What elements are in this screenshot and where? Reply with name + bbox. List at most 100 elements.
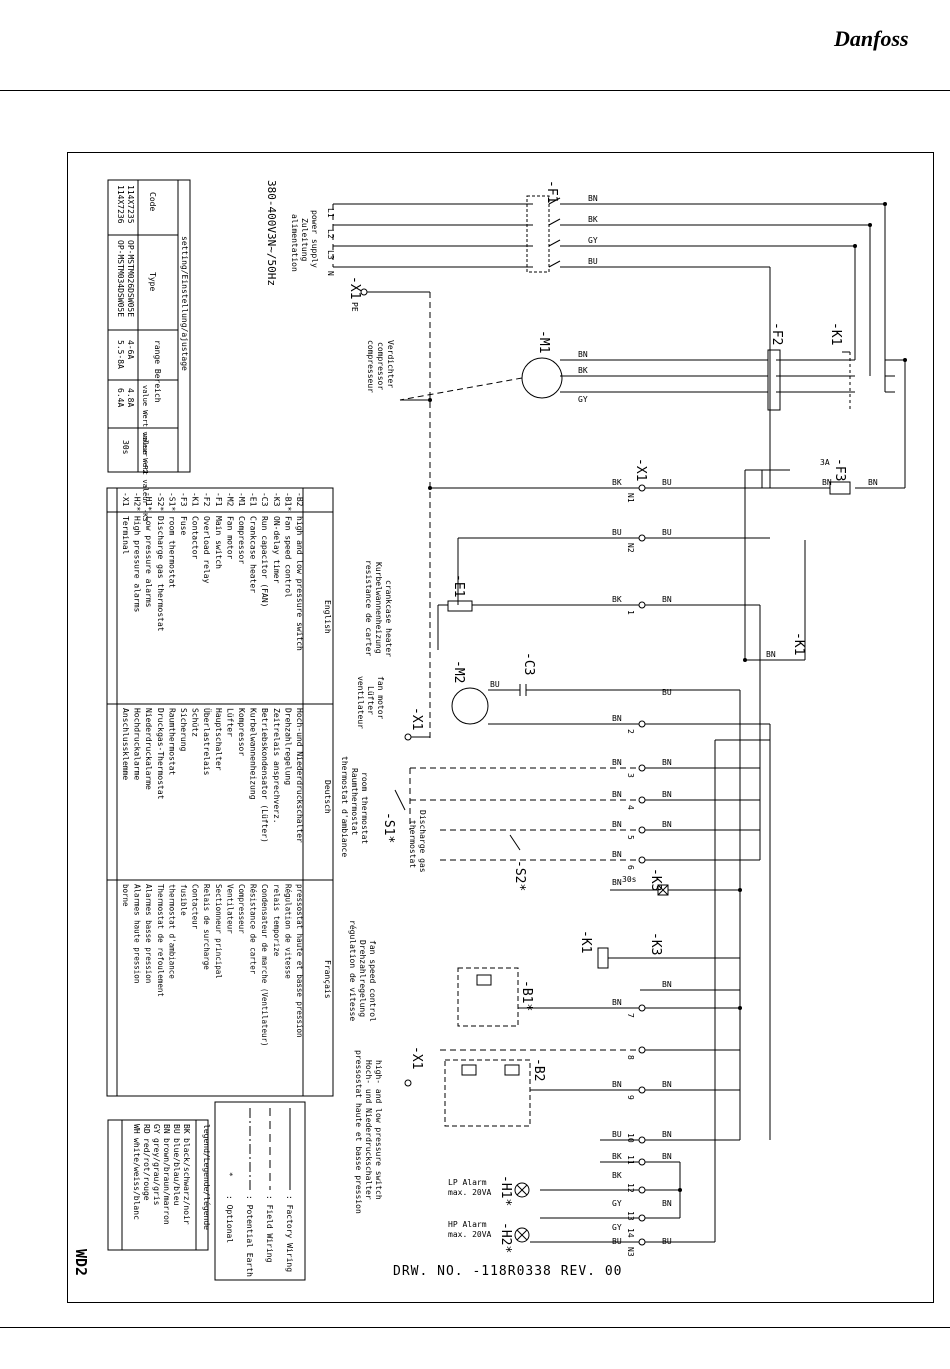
label-m2: -M2 bbox=[451, 660, 466, 683]
danfoss-logo: Danfoss bbox=[833, 26, 909, 51]
legend-cell: Fan motor bbox=[225, 516, 234, 560]
legend-cell: Anschlussklemme bbox=[121, 708, 130, 780]
settings-header: value Wert valeur -K3 bbox=[141, 433, 149, 522]
wire-label: BN bbox=[822, 478, 832, 487]
label-f1: -F1 bbox=[544, 180, 559, 203]
wire-label: BN bbox=[612, 820, 622, 829]
wire-label: BN bbox=[612, 790, 622, 799]
color-legend-title: legend/Legende/légende bbox=[202, 1124, 212, 1230]
k3-timer: 30s bbox=[622, 875, 637, 884]
legend-optional: : Optional bbox=[225, 1195, 234, 1243]
wire-label: BN bbox=[588, 194, 598, 203]
legend-cell: Kompressor bbox=[237, 708, 246, 756]
legend-cell: high and low pressure switch bbox=[295, 516, 304, 651]
legend-cell: room thermostat bbox=[167, 516, 176, 588]
terminal-label: 5 bbox=[626, 835, 635, 840]
settings-header: Type bbox=[148, 272, 157, 291]
supply-phase: L2 bbox=[326, 229, 335, 239]
b1-desc: Drehzahlregelung bbox=[358, 940, 367, 1017]
settings-cell: 6.4A bbox=[116, 388, 125, 407]
b2-desc: high- and low pressure switch bbox=[374, 1060, 383, 1200]
terminal-label: N2 bbox=[626, 543, 635, 553]
settings-cell: 5.5-8A bbox=[116, 340, 125, 369]
legend-cell: Druckgas-Thermostat bbox=[156, 708, 165, 800]
legend-cell: Contacteur bbox=[191, 884, 200, 930]
header-rule bbox=[0, 90, 950, 91]
wire-label: BN bbox=[868, 478, 878, 487]
wire-label: BN bbox=[662, 820, 672, 829]
legend-cell: Ventilateur bbox=[225, 884, 234, 934]
settings-cell: 4-6A bbox=[126, 340, 135, 359]
label-c3: -C3 bbox=[521, 652, 536, 675]
legend-factory-wiring: : Factory Wiring bbox=[285, 1195, 294, 1272]
legend-cell: Terminal bbox=[121, 516, 130, 555]
wire-label: GY bbox=[612, 1223, 622, 1232]
terminal-label: 13 bbox=[626, 1211, 635, 1221]
m2-desc: fan motor bbox=[376, 676, 385, 720]
legend-cell: Main switch bbox=[214, 516, 223, 569]
legend-code: -E1 bbox=[249, 492, 258, 507]
legend-cell: Kurbelwannenheizung bbox=[249, 708, 258, 800]
legend-header: English bbox=[323, 600, 332, 634]
color-name: blue/blau/bleu bbox=[172, 1138, 181, 1206]
sheet-id-text: WD2 bbox=[72, 1249, 90, 1276]
legend-cell: Schütz bbox=[191, 708, 200, 737]
m1-desc: compressor bbox=[376, 342, 385, 390]
wire-label: BN bbox=[612, 878, 622, 887]
terminal-label: N1 bbox=[626, 493, 635, 503]
s1-desc: Raumthermostat bbox=[350, 768, 359, 836]
settings-header: value Wert valeur -F2 bbox=[141, 385, 149, 474]
legend-code: -F2 bbox=[202, 492, 211, 507]
wire-label: GY bbox=[612, 1199, 622, 1208]
legend-code: -F3 bbox=[179, 492, 188, 507]
label-b1: -B1* bbox=[519, 980, 534, 1011]
drawing-number: DRW. NO. -118R0338 REV. 00 bbox=[393, 1264, 623, 1279]
legend-code: -B1* bbox=[283, 492, 292, 511]
h1-desc: LP Alarm bbox=[448, 1178, 487, 1187]
legend-cell: Compresseur bbox=[237, 884, 246, 934]
wire-label: BU bbox=[612, 528, 622, 537]
legend-code: -S2* bbox=[156, 492, 165, 511]
wire-label: BK bbox=[588, 215, 598, 224]
legend-code: -K3 bbox=[272, 492, 281, 507]
wire-label: BN bbox=[662, 1130, 672, 1139]
legend-cell: Überlastrelais bbox=[202, 708, 212, 776]
legend-cell: Thermostat de refoulement bbox=[156, 884, 165, 997]
wire-label: BN bbox=[612, 850, 622, 859]
legend-cell: Compressor bbox=[237, 516, 246, 564]
m2-desc: ventilateur bbox=[356, 676, 365, 729]
legend-header: Deutsch bbox=[323, 780, 332, 814]
e1-desc: crankcase heater bbox=[384, 580, 393, 657]
legend-cell: borne bbox=[121, 884, 130, 907]
settings-cell: 30s bbox=[121, 440, 130, 455]
supply-voltage: 380-400V3N~/50Hz bbox=[265, 180, 278, 286]
legend-cell: Raumthermostat bbox=[167, 708, 176, 776]
color-code: GY bbox=[152, 1124, 161, 1134]
legend-code: -B2 bbox=[295, 492, 304, 507]
color-code: BN bbox=[162, 1124, 171, 1134]
legend-cell: pressostat haute et basse pression bbox=[295, 884, 304, 1038]
wire-label: BU bbox=[662, 528, 672, 537]
color-name: grey/grau/gris bbox=[152, 1138, 161, 1206]
h2-desc: max. 20VA bbox=[448, 1230, 492, 1239]
b1-desc: régulation de vitesse bbox=[348, 920, 358, 1021]
supply-phase: N bbox=[326, 271, 335, 276]
label-k1-aux: -K1 bbox=[791, 632, 806, 655]
color-name: white/weiss/blanc bbox=[132, 1138, 141, 1220]
supply-label-de: Zuleitung bbox=[300, 218, 309, 262]
supply-pe: PE bbox=[350, 302, 359, 312]
wire-label: BN bbox=[766, 650, 776, 659]
supply-label-fr: alimentation bbox=[290, 214, 299, 272]
supply-label-en: power supply bbox=[310, 210, 319, 268]
label-x1-b2: -X1 bbox=[409, 1046, 424, 1069]
wire-label: BN bbox=[662, 980, 672, 989]
settings-cell: OP-MSTM026DSW05E bbox=[126, 240, 135, 317]
supply-phase: L1 bbox=[326, 208, 335, 218]
wire-label: BN bbox=[662, 1199, 672, 1208]
wire-label: BN bbox=[662, 1152, 672, 1161]
m1-desc: Verdichter bbox=[386, 340, 395, 388]
m2-desc: Lüfter bbox=[366, 686, 375, 715]
